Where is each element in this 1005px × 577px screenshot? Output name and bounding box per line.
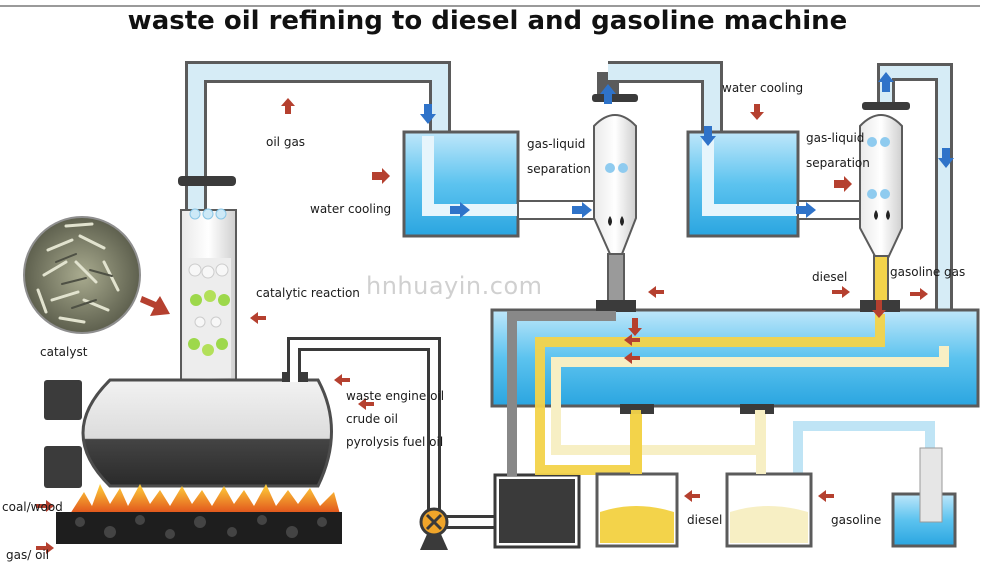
water-cooler-1 <box>402 130 605 238</box>
burner <box>56 484 342 544</box>
label-separation-1: separation <box>527 162 591 176</box>
label-gas-liquid-2: gas-liquid <box>806 131 865 145</box>
label-oil-gas: oil gas <box>266 135 306 149</box>
heavy-oil-line <box>507 311 616 476</box>
vent-line <box>793 421 935 476</box>
pipe-flange <box>178 176 236 186</box>
waste-oil-tank <box>493 473 581 549</box>
label-waste-engine-oil: waste engine oil <box>346 389 445 403</box>
label-diesel-gas: diesel <box>812 270 848 284</box>
diesel-tank <box>595 414 679 548</box>
label-pyrolysis-fuel-oil: pyrolysis fuel oil <box>346 435 444 449</box>
feed-pipe <box>287 337 500 529</box>
label-coal-wood: coal/wood <box>2 500 63 514</box>
label-gas-liquid-1: gas-liquid <box>527 137 586 151</box>
diagram-title: waste oil refining to diesel and gasolin… <box>127 6 848 36</box>
watermark: hnhuayin.com <box>366 272 543 300</box>
water-seal-tank <box>891 447 957 548</box>
label-gasoline-tank: gasoline <box>831 513 882 527</box>
gasoline-tank <box>725 414 813 548</box>
label-diesel-tank: diesel <box>687 513 723 527</box>
flow-arrows-red <box>36 98 928 554</box>
catalyst-sample <box>23 216 141 334</box>
catalyst-beads <box>188 263 230 356</box>
flow-arrows-blue <box>420 72 954 218</box>
oil-gas-pipe <box>178 61 451 210</box>
label-crude-oil: crude oil <box>346 412 398 426</box>
label-gasoline-gas: gasoline gas <box>890 265 966 279</box>
label-separation-2: separation <box>806 156 870 170</box>
label-water-cooling-left: water cooling <box>310 202 392 216</box>
label-catalytic-reaction: catalytic reaction <box>256 286 360 300</box>
pyrolysis-reactor <box>44 372 333 488</box>
feed-pump <box>419 507 449 550</box>
label-catalyst: catalyst <box>40 345 88 359</box>
label-water-cooling-top: water cooling <box>722 81 804 95</box>
label-gas-oil: gas/ oil <box>6 548 50 562</box>
catalytic-column <box>180 208 237 383</box>
